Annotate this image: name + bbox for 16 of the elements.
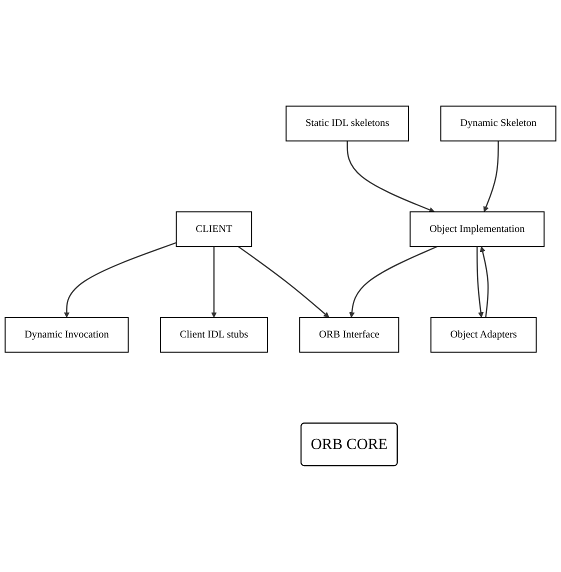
- node-box: CLIENT: [176, 211, 252, 248]
- arrow: [476, 246, 484, 318]
- arrow: [211, 246, 217, 318]
- arrow: [238, 246, 330, 318]
- node-box: ORB Interface: [299, 317, 400, 353]
- arrow: [483, 141, 499, 212]
- node-box: Object Implementation: [410, 211, 545, 248]
- node-box: Static IDL skeletons: [286, 106, 410, 142]
- arrow: [346, 141, 435, 213]
- node-box: Client IDL stubs: [160, 317, 268, 353]
- node-box: Dynamic Skeleton: [440, 106, 556, 142]
- arrow: [64, 242, 177, 318]
- arrow: [480, 246, 489, 318]
- arrow: [349, 246, 438, 318]
- node-box: Object Adapters: [430, 317, 537, 353]
- node-box: Dynamic Invocation: [4, 317, 129, 353]
